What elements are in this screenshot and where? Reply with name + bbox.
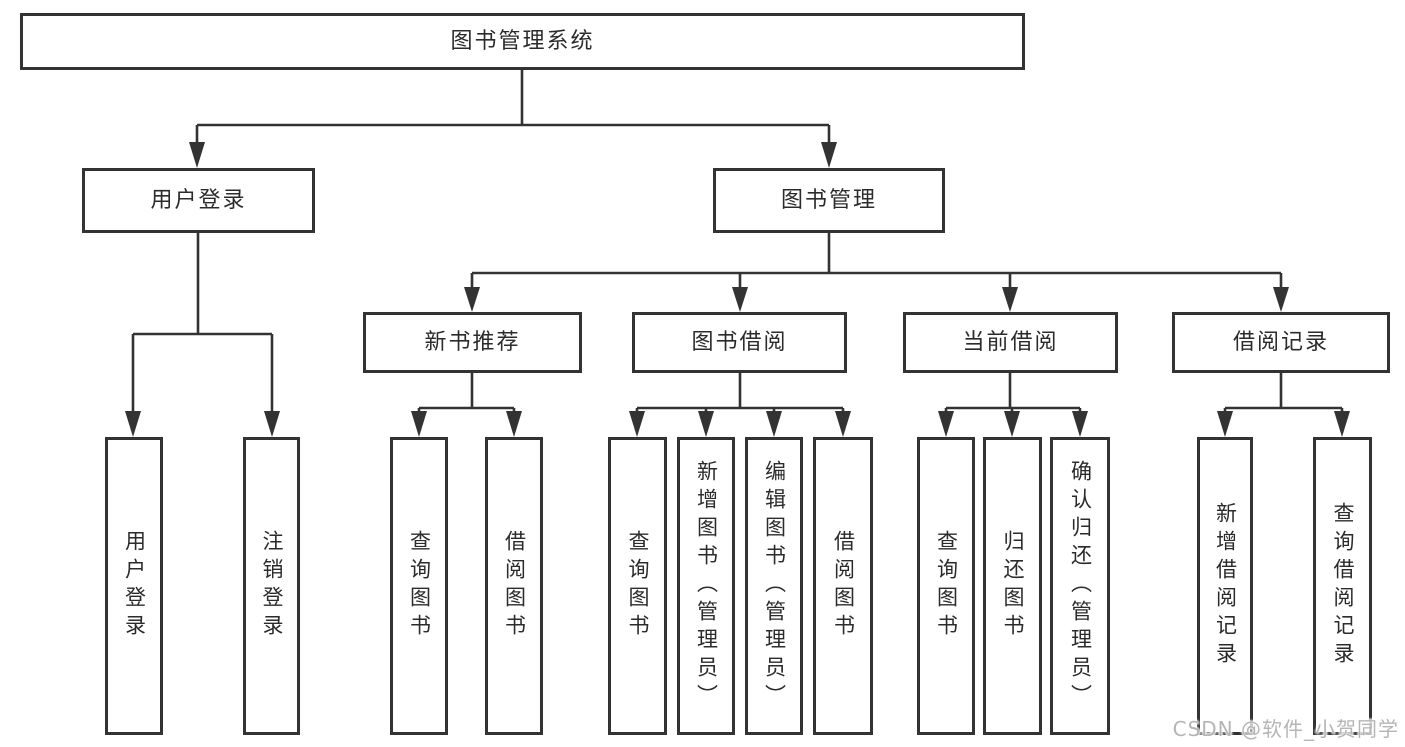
leaf-borrow-books-borrowing: 借阅图书 [813,437,873,735]
node-label: 查询图书 [626,530,650,642]
leaf-return-books: 归还图书 [983,437,1042,735]
node-label: 编辑图书（管理员） [762,460,787,712]
node-library-management-system: 图书管理系统 [20,13,1025,70]
leaf-query-books-borrowing: 查询图书 [608,437,667,735]
node-label: 新增借阅记录 [1213,502,1238,670]
node-label: 注销登录 [260,530,284,642]
node-label: 查询图书 [934,530,959,642]
node-label: 当前借阅 [962,329,1059,355]
leaf-query-borrow-record: 查询借阅记录 [1313,437,1372,735]
node-label: 查询借阅记录 [1331,502,1355,670]
node-label: 图书管理系统 [450,28,595,54]
leaf-query-books-current: 查询图书 [917,437,975,735]
node-label: 图书借阅 [691,329,788,355]
leaf-user-login: 用户登录 [105,437,163,735]
arrowheads-level2 [189,142,837,168]
arrowheads-book-borrowing-children [629,411,851,437]
connector-borrowing-records-children [1223,373,1344,415]
leaf-logout: 注销登录 [243,437,300,735]
leaf-edit-books-admin: 编辑图书（管理员） [745,437,803,735]
node-label: 借阅图书 [502,530,527,642]
arrowheads-borrowing-records-children [1217,411,1350,437]
node-label: 借阅图书 [831,530,856,642]
leaf-query-books-recommend: 查询图书 [390,437,448,735]
node-label: 归还图书 [1001,530,1025,642]
node-label: 用户登录 [150,187,247,213]
node-label: 新增图书（管理员） [694,460,719,712]
csdn-watermark: CSDN @软件_小贺同学 [1172,717,1399,741]
node-borrowing-records: 借阅记录 [1172,312,1390,373]
leaf-add-borrow-record: 新增借阅记录 [1197,437,1253,735]
arrowheads-level3 [464,287,1289,312]
node-label: 确认归还（管理员） [1068,460,1093,712]
node-current-borrowing: 当前借阅 [903,312,1118,373]
connector-book-borrowing-children [635,373,845,415]
connector-book-management-children [470,233,1283,290]
node-book-management: 图书管理 [713,168,945,233]
connector-user-login-children [131,233,274,415]
node-label: 用户登录 [122,530,147,642]
node-book-borrowing: 图书借阅 [632,312,847,373]
connector-root-to-level2 [195,70,831,146]
node-user-login: 用户登录 [82,168,315,233]
arrowheads-current-borrowing-children [938,411,1088,437]
node-new-book-recommendation: 新书推荐 [363,312,582,373]
leaf-add-books-admin: 新增图书（管理员） [677,437,735,735]
node-label: 查询图书 [407,530,432,642]
connector-new-book-children [417,373,516,415]
leaf-borrow-books-recommend: 借阅图书 [485,437,543,735]
arrowheads-user-login-children [125,411,280,437]
connector-current-borrowing-children [944,373,1082,415]
node-label: 图书管理 [780,187,877,213]
node-label: 新书推荐 [424,329,521,355]
node-label: 借阅记录 [1232,329,1329,355]
leaf-confirm-return-admin: 确认归还（管理员） [1050,437,1110,735]
arrowheads-new-book-children [411,411,522,437]
